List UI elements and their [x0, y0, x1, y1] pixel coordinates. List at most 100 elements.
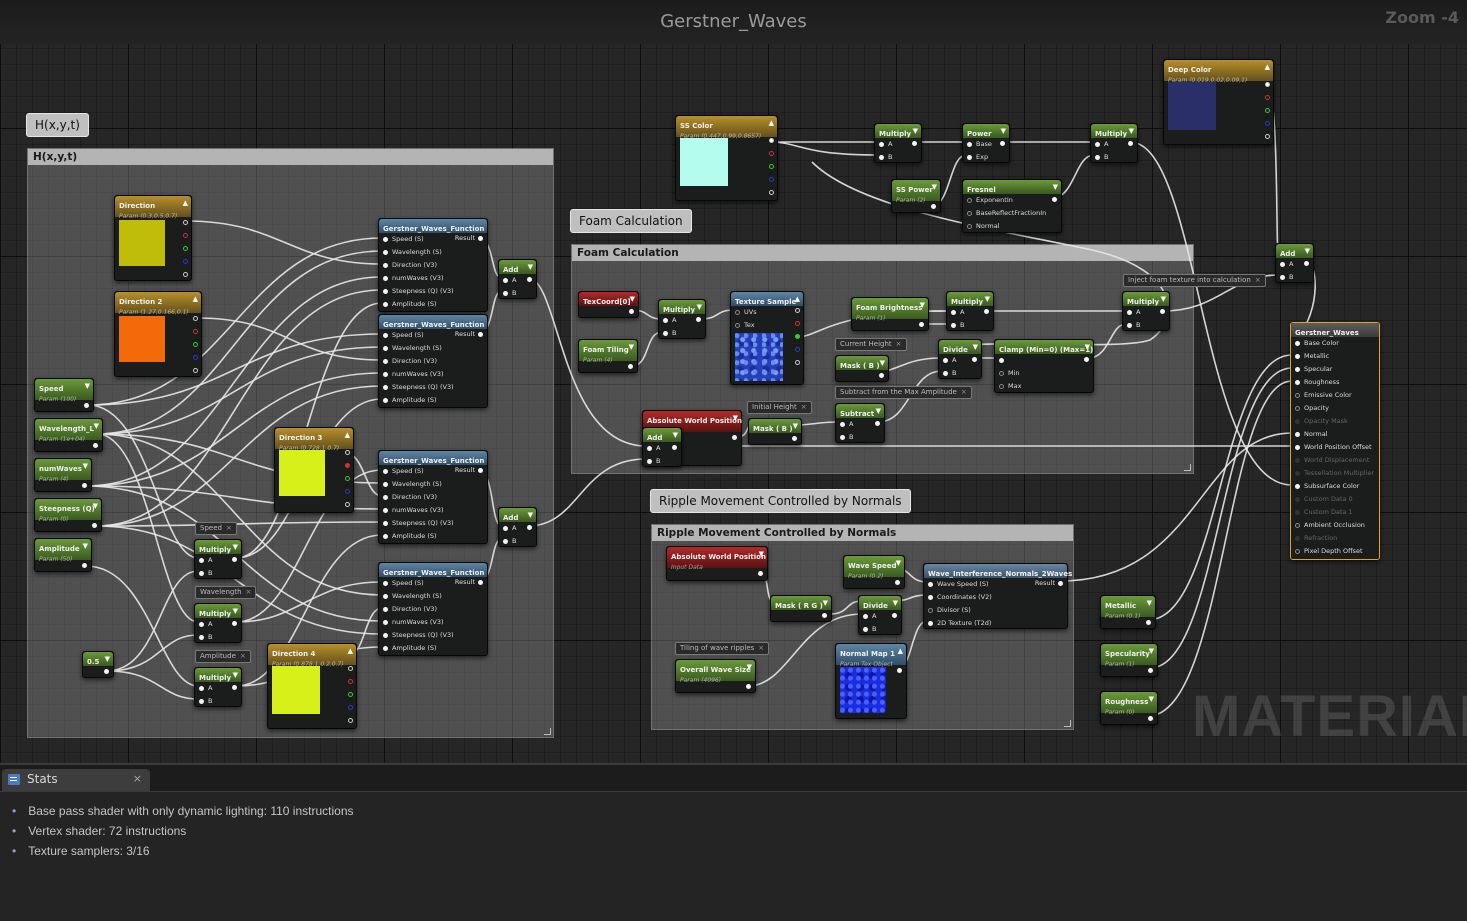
node-multiply[interactable]: Multiply▼ A B [658, 299, 706, 339]
resize-handle-icon[interactable] [1064, 720, 1071, 727]
input-pin[interactable]: Amplitude (S) [383, 532, 437, 540]
node-multiply[interactable]: Multiply▼ A B [194, 539, 242, 579]
input-pin[interactable]: ExponentIn [967, 196, 1013, 204]
dropdown-arrow-icon[interactable]: ▼ [1146, 599, 1152, 607]
input-pin-b[interactable]: B [1280, 273, 1293, 281]
output-pin[interactable] [732, 435, 737, 440]
output-pin[interactable] [527, 277, 532, 282]
dropdown-arrow-icon[interactable]: ▼ [912, 127, 918, 135]
dropdown-arrow-icon[interactable]: ▼ [104, 655, 110, 663]
output-pin[interactable] [1148, 668, 1153, 673]
input-pin[interactable]: Amplitude (S) [383, 300, 437, 308]
output-pin[interactable] [629, 309, 634, 314]
input-pin[interactable]: Direction (V3) [383, 357, 437, 365]
node-subtract[interactable]: Subtract▼ A B [835, 403, 885, 443]
input-pin-b[interactable]: B [943, 369, 956, 377]
dropdown-arrow-icon[interactable]: ▼ [82, 542, 88, 550]
output-pin[interactable] [478, 468, 483, 473]
collapse-arrow-icon[interactable]: ▲ [182, 199, 188, 207]
node-mask-rg[interactable]: Mask ( R G )▼ [770, 595, 832, 622]
node-gerstner-waves-function[interactable]: Gerstner_Waves_Function Speed (S) Wavele… [378, 314, 488, 408]
output-pin[interactable] [972, 357, 977, 362]
input-pin[interactable]: Wavelength (S) [383, 480, 442, 488]
output-pin[interactable] [104, 669, 109, 674]
input-pin[interactable]: Amplitude (S) [383, 644, 437, 652]
input-pin-a[interactable]: A [199, 620, 212, 628]
dropdown-arrow-icon[interactable]: ▼ [1000, 127, 1006, 135]
input-pin[interactable]: Steepness (Q) (V3) [383, 519, 454, 527]
dropdown-arrow-icon[interactable]: ▼ [1128, 127, 1134, 135]
node-add[interactable]: Add▼ A B [498, 259, 537, 299]
collapse-arrow-icon[interactable]: ▲ [768, 119, 774, 127]
input-pin-roughness[interactable]: Roughness [1295, 378, 1339, 386]
input-pin[interactable]: Coordinates (V2) [928, 593, 992, 601]
tab-stats[interactable]: Stats × [2, 769, 150, 791]
dropdown-arrow-icon[interactable]: ▼ [672, 431, 678, 439]
dropdown-arrow-icon[interactable]: ▼ [895, 559, 901, 567]
output-pin[interactable] [478, 580, 483, 585]
input-pin-a[interactable]: A [840, 420, 853, 428]
input-pin-b[interactable]: B [647, 457, 660, 465]
output-pin[interactable] [232, 685, 237, 690]
resize-handle-icon[interactable] [544, 728, 551, 735]
input-pin-b[interactable]: B [503, 537, 516, 545]
input-pin[interactable]: Direction (V3) [383, 493, 437, 501]
input-pin-base-color[interactable]: Base Color [1295, 339, 1339, 347]
output-pin[interactable] [1128, 141, 1133, 146]
dropdown-arrow-icon[interactable]: ▼ [822, 599, 828, 607]
output-pin[interactable] [1058, 581, 1063, 586]
output-pin[interactable] [1146, 620, 1151, 625]
input-pin-b[interactable]: B [1095, 153, 1108, 161]
input-pin[interactable]: numWaves (V3) [383, 618, 444, 626]
input-pin-a[interactable]: A [1280, 260, 1293, 268]
dropdown-arrow-icon[interactable]: ▼ [84, 382, 90, 390]
dropdown-arrow-icon[interactable]: ▼ [919, 301, 925, 309]
input-pin[interactable]: BaseReflectFractionIn [967, 209, 1046, 217]
input-pin-a[interactable]: A [647, 444, 660, 452]
output-pin[interactable] [879, 373, 884, 378]
node-mask-b[interactable]: Mask ( B )▼ [748, 418, 802, 445]
node-material-output[interactable]: Gerstner_Waves Base Color Metallic Specu… [1290, 322, 1380, 560]
input-pin[interactable]: Divisor (S) [928, 606, 971, 614]
output-pin[interactable] [758, 571, 763, 576]
input-pin-b[interactable]: B [951, 321, 964, 329]
input-pin-b[interactable]: B [663, 329, 676, 337]
input-pin[interactable]: Direction (V3) [383, 261, 437, 269]
resize-handle-icon[interactable] [1184, 464, 1191, 471]
node-multiply[interactable]: Multiply▼ A B [946, 291, 994, 331]
node-add[interactable]: Add▼ A B [642, 427, 682, 467]
node-multiply[interactable]: Multiply▼ A B [194, 667, 242, 707]
output-pin[interactable] [984, 309, 989, 314]
input-pin[interactable]: numWaves (V3) [383, 370, 444, 378]
collapse-arrow-icon[interactable]: ▲ [192, 295, 198, 303]
output-pins[interactable] [769, 138, 774, 203]
collapse-arrow-icon[interactable]: ▲ [347, 647, 353, 655]
dropdown-arrow-icon[interactable]: ▼ [732, 414, 738, 422]
input-pin[interactable] [999, 356, 1008, 364]
output-pin[interactable] [1084, 357, 1089, 362]
output-pins[interactable] [348, 666, 353, 731]
node-fresnel[interactable]: Fresnel▼ ExponentIn BaseReflectFractionI… [962, 179, 1062, 233]
node-gerstner-waves-function[interactable]: Gerstner_Waves_Function Speed (S) Wavele… [378, 562, 488, 656]
dropdown-arrow-icon[interactable]: ▼ [696, 303, 702, 311]
output-pin[interactable] [82, 563, 87, 568]
node-wave-interference-normals[interactable]: Wave_Interference_Normals_2Waves Wave Sp… [923, 563, 1072, 629]
output-pin[interactable] [746, 684, 751, 689]
output-pins[interactable] [193, 316, 198, 381]
input-pin-emissive[interactable]: Emissive Color [1295, 391, 1352, 399]
node-gerstner-waves-function[interactable]: Gerstner_Waves_Function Speed (S) Wavele… [378, 450, 488, 544]
node-clamp[interactable]: Clamp (Min=0) (Max=1)▼ Min Max [994, 339, 1094, 393]
input-pin-a[interactable]: A [1127, 308, 1140, 316]
dropdown-arrow-icon[interactable]: ▼ [931, 183, 937, 191]
output-pin[interactable] [672, 445, 677, 450]
input-pin[interactable]: Wave Speed (S) [928, 580, 989, 588]
input-pin[interactable]: Speed (S) [383, 235, 424, 243]
